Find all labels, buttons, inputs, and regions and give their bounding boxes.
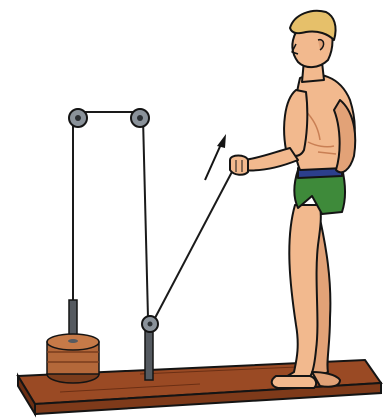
top-right-pulley: [131, 109, 149, 127]
man-figure: [230, 11, 355, 388]
cable: [73, 112, 234, 318]
weight-stack: [47, 300, 99, 383]
bottom-pulley: [142, 316, 158, 332]
top-left-pulley: [69, 109, 87, 127]
arrow-up-icon: [205, 134, 226, 180]
